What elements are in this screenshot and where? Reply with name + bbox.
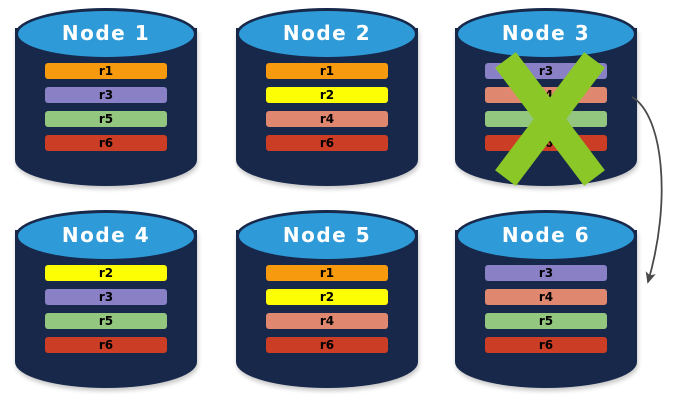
record-row[interactable]: r1 — [45, 63, 167, 79]
node-top-disc-6 — [455, 210, 637, 262]
record-row[interactable]: r4 — [266, 111, 388, 127]
record-row[interactable]: r4 — [485, 289, 607, 305]
record-row[interactable]: r6 — [266, 337, 388, 353]
node-top-disc-2 — [236, 8, 418, 60]
record-row[interactable]: r3 — [45, 289, 167, 305]
record-row[interactable]: r6 — [45, 337, 167, 353]
record-row[interactable]: r6 — [485, 337, 607, 353]
record-row[interactable]: r5 — [485, 313, 607, 329]
record-row[interactable]: r1 — [266, 265, 388, 281]
record-row[interactable]: r4 — [485, 87, 607, 103]
node-title-5: Node 5 — [282, 223, 372, 247]
node-cylinder-5[interactable]: Node 5 r1 r2 r4 r6 — [236, 210, 418, 388]
node-title-4: Node 4 — [61, 223, 151, 247]
record-list-3: r3 r4 r5 r6 — [485, 63, 607, 159]
record-row[interactable]: r5 — [485, 111, 607, 127]
node-cylinder-2[interactable]: Node 2 r1 r2 r4 r6 — [236, 8, 418, 186]
record-row[interactable]: r5 — [45, 313, 167, 329]
record-row[interactable]: r1 — [266, 63, 388, 79]
node-top-disc-5 — [236, 210, 418, 262]
record-list-1: r1 r3 r5 r6 — [45, 63, 167, 159]
record-list-4: r2 r3 r5 r6 — [45, 265, 167, 361]
node-title-6: Node 6 — [501, 223, 591, 247]
record-row[interactable]: r6 — [45, 135, 167, 151]
node-cylinder-4[interactable]: Node 4 r2 r3 r5 r6 — [15, 210, 197, 388]
node-title-3: Node 3 — [501, 21, 591, 45]
node-cylinder-1[interactable]: Node 1 r1 r3 r5 r6 — [15, 8, 197, 186]
node-title-2: Node 2 — [282, 21, 372, 45]
record-row[interactable]: r5 — [45, 111, 167, 127]
node-cylinder-6[interactable]: Node 6 r3 r4 r5 r6 — [455, 210, 637, 388]
record-list-2: r1 r2 r4 r6 — [266, 63, 388, 159]
record-row[interactable]: r2 — [266, 87, 388, 103]
node-cylinder-3[interactable]: Node 3 r3 r4 r5 r6 — [455, 8, 637, 186]
record-row[interactable]: r3 — [485, 63, 607, 79]
record-row[interactable]: r6 — [485, 135, 607, 151]
record-row[interactable]: r3 — [45, 87, 167, 103]
record-list-6: r3 r4 r5 r6 — [485, 265, 607, 361]
record-row[interactable]: r2 — [45, 265, 167, 281]
node-title-1: Node 1 — [61, 21, 151, 45]
record-list-5: r1 r2 r4 r6 — [266, 265, 388, 361]
node-top-disc-4 — [15, 210, 197, 262]
node-top-disc-1 — [15, 8, 197, 60]
record-row[interactable]: r2 — [266, 289, 388, 305]
record-row[interactable]: r3 — [485, 265, 607, 281]
record-row[interactable]: r6 — [266, 135, 388, 151]
record-row[interactable]: r4 — [266, 313, 388, 329]
